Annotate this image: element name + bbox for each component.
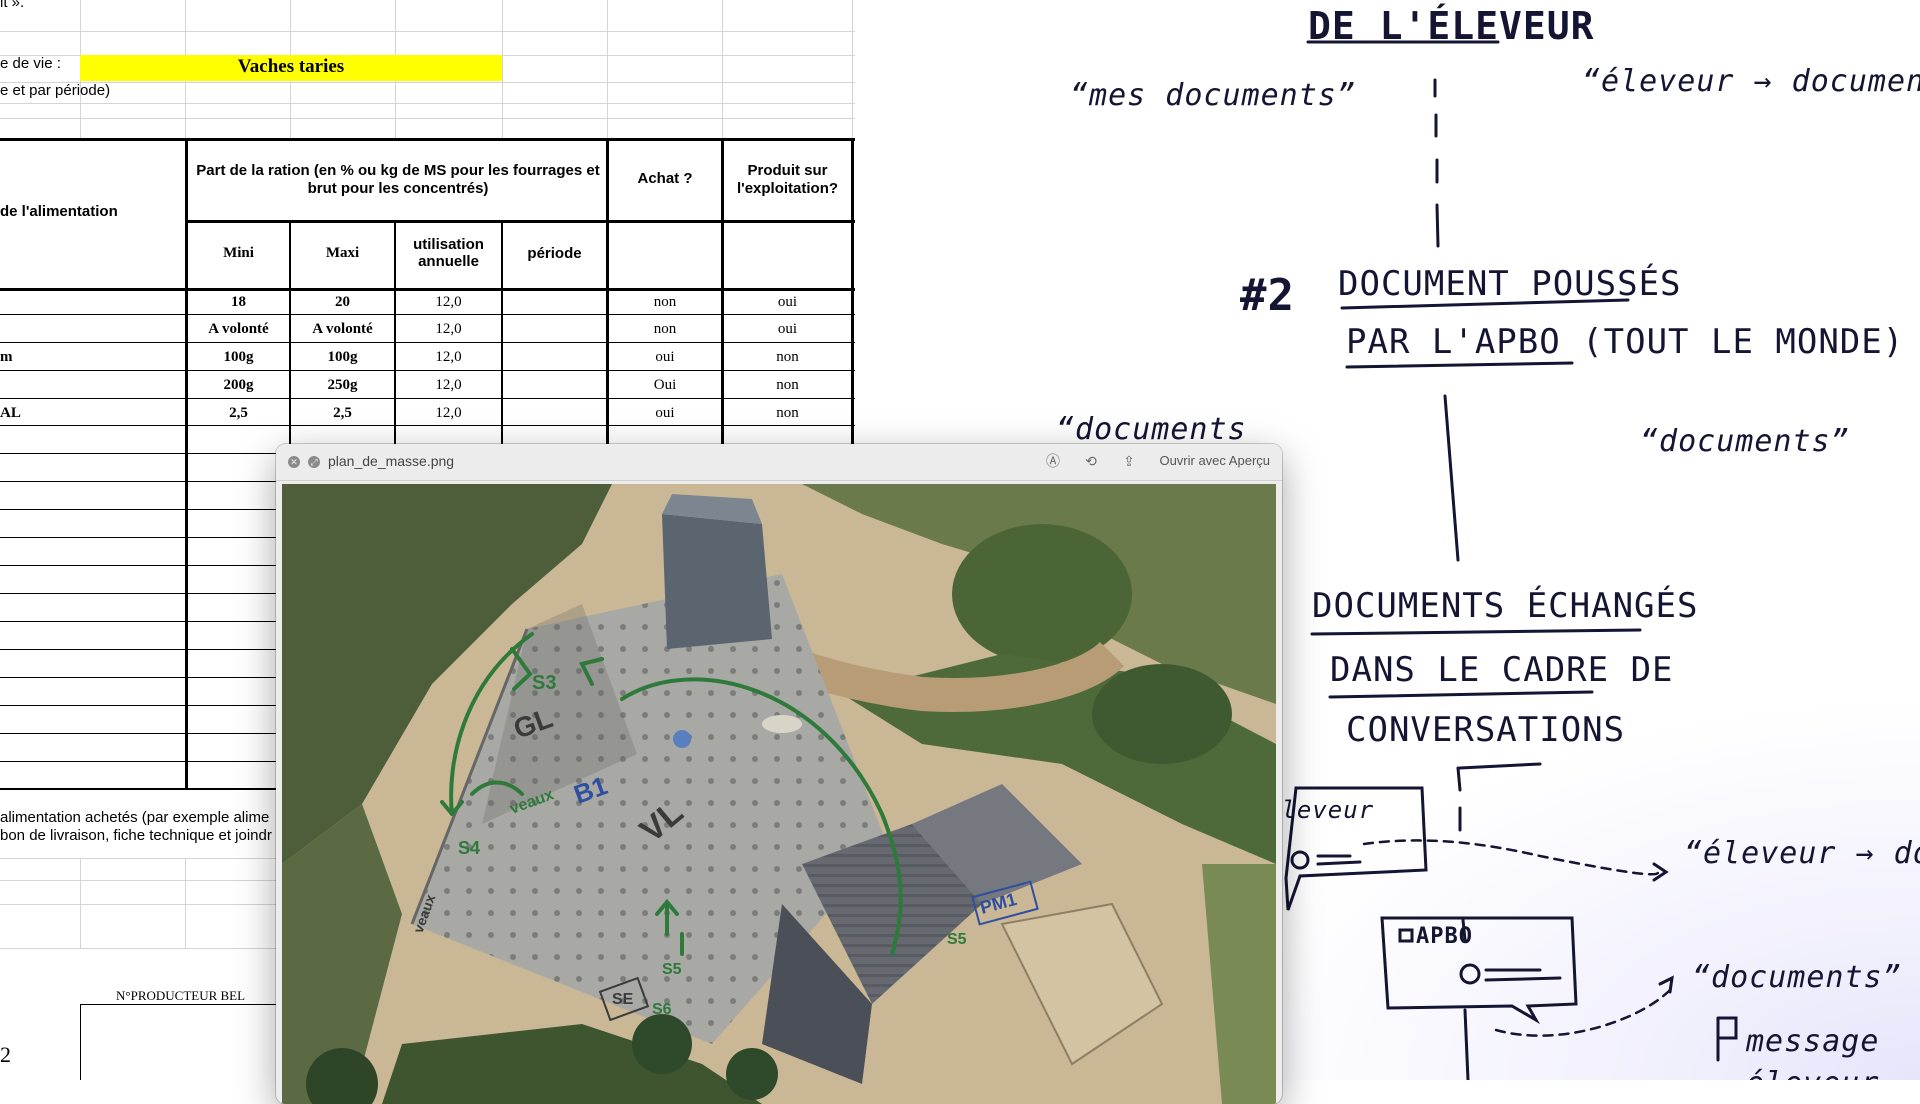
close-icon[interactable]: ✕ (288, 456, 300, 468)
sub-util: utilisation annuelle (413, 236, 484, 270)
row-mini[interactable]: 2,5 (229, 405, 248, 421)
bubble-apbo-label: APBO (1416, 924, 1473, 949)
row-maxi[interactable]: 20 (335, 294, 350, 310)
row-produit[interactable]: non (776, 405, 799, 421)
col-part-ration: Part de la ration (en % ou kg de MS pour… (196, 162, 600, 197)
annotation-se: SE (612, 991, 634, 1008)
row-maxi[interactable]: A volonté (312, 321, 373, 337)
section-2-number: #2 (1240, 270, 1295, 321)
row-mini[interactable]: 18 (231, 294, 246, 310)
bubble-eleveur-label: éleveur (1266, 796, 1375, 824)
section-3-line-2: DANS LE CADRE DE (1330, 650, 1674, 690)
annotation-s5b: S5 (947, 931, 967, 948)
share-icon[interactable]: ⇪ (1123, 453, 1135, 469)
row-maxi[interactable]: 100g (327, 349, 358, 365)
section-3-line-3: CONVERSATIONS (1346, 710, 1626, 750)
producteur-label: N°PRODUCTEUR BEL (116, 988, 246, 1003)
sub-maxi: Maxi (325, 245, 360, 261)
row-util[interactable]: 12,0 (435, 294, 462, 310)
quicklook-titlebar[interactable]: ✕ ⤢ plan_de_masse.png Ⓐ ⟲ ⇪ Ouvrir avec … (276, 444, 1282, 481)
section-2-line-2: PAR L'APBO (TOUT LE MONDE) (1346, 322, 1905, 362)
row-achat[interactable]: non (653, 321, 677, 337)
quote-documents-bottom: “documents” (1692, 960, 1902, 995)
quicklook-window[interactable]: ✕ ⤢ plan_de_masse.png Ⓐ ⟲ ⇪ Ouvrir avec … (276, 444, 1282, 1104)
row-produit[interactable]: oui (777, 321, 798, 337)
sub-mini: Mini (223, 245, 254, 261)
row-mini[interactable]: A volonté (208, 321, 269, 337)
row-achat[interactable]: non (653, 294, 677, 310)
col-achat: Achat ? (637, 170, 693, 187)
rotate-icon[interactable]: ⟲ (1085, 453, 1097, 469)
note-line-1: alimentation achetés (par exemple alime (0, 809, 270, 826)
row-mini[interactable]: 200g (223, 377, 254, 393)
stade-highlight (80, 55, 502, 81)
section-3-line-1: DOCUMENTS ÉCHANGÉS (1312, 586, 1699, 626)
row-util[interactable]: 12,0 (435, 321, 462, 337)
stade-label: e de vie : (0, 55, 61, 72)
heading-eleveur: DE L'ÉLEVEUR (1308, 4, 1595, 48)
fullscreen-icon[interactable]: ⤢ (308, 456, 320, 468)
row-name[interactable]: AL (0, 405, 21, 421)
row-util[interactable]: 12,0 (435, 377, 462, 393)
row-produit[interactable]: non (776, 349, 799, 365)
quote-eleveur-document: “éleveur → document” (1582, 64, 1920, 99)
row-util[interactable]: 12,0 (435, 349, 462, 365)
markup-icon[interactable]: Ⓐ (1046, 453, 1060, 469)
sketch-lines (1284, 40, 1738, 1080)
quicklook-title: plan_de_masse.png (328, 453, 455, 469)
sheet-top-text: it ». (0, 0, 25, 11)
quote-mes-documents: “mes documents” (1070, 78, 1356, 113)
aerial-site-plan-image: S3 GL B1 VL veaux S4 veaux SE S5 S6 PM1 … (282, 484, 1276, 1104)
col-produit: Produit sur l'exploitation? (736, 162, 839, 197)
open-with-preview-button[interactable]: Ouvrir avec Aperçu (1159, 453, 1270, 468)
row-produit[interactable]: non (776, 377, 799, 393)
annotation-s3: S3 (532, 672, 556, 694)
sub-periode: période (527, 245, 582, 262)
stade-value[interactable]: Vaches taries (237, 56, 345, 77)
sub-label: e et par période) (0, 82, 111, 99)
row-mini[interactable]: 100g (223, 349, 254, 365)
list-message: message (1746, 1024, 1880, 1059)
bottom-number: 2 (0, 1042, 11, 1067)
row-maxi[interactable]: 250g (327, 377, 358, 393)
note-line-2: bon de livraison, fiche technique et joi… (0, 827, 272, 844)
section-2-line-1: DOCUMENT POUSSÉS (1338, 264, 1682, 304)
row-name[interactable]: m (0, 349, 13, 365)
row-produit[interactable]: oui (777, 294, 798, 310)
annotation-s4: S4 (458, 838, 480, 858)
quote-documents-left: “documents (1056, 412, 1247, 447)
col-aliment: de l'alimentation (0, 203, 118, 220)
annotation-s6: S6 (652, 1001, 672, 1018)
row-achat[interactable]: oui (655, 405, 675, 421)
row-maxi[interactable]: 2,5 (333, 405, 352, 421)
row-achat[interactable]: Oui (653, 377, 677, 393)
quote-documents-right: “documents” (1640, 424, 1850, 459)
quote-eleveur-docum: “éleveur → docum (1684, 836, 1920, 871)
list-eleveur: éleveur (1746, 1066, 1879, 1080)
row-util[interactable]: 12,0 (435, 405, 462, 421)
annotation-s5: S5 (662, 961, 682, 978)
row-achat[interactable]: oui (655, 349, 675, 365)
